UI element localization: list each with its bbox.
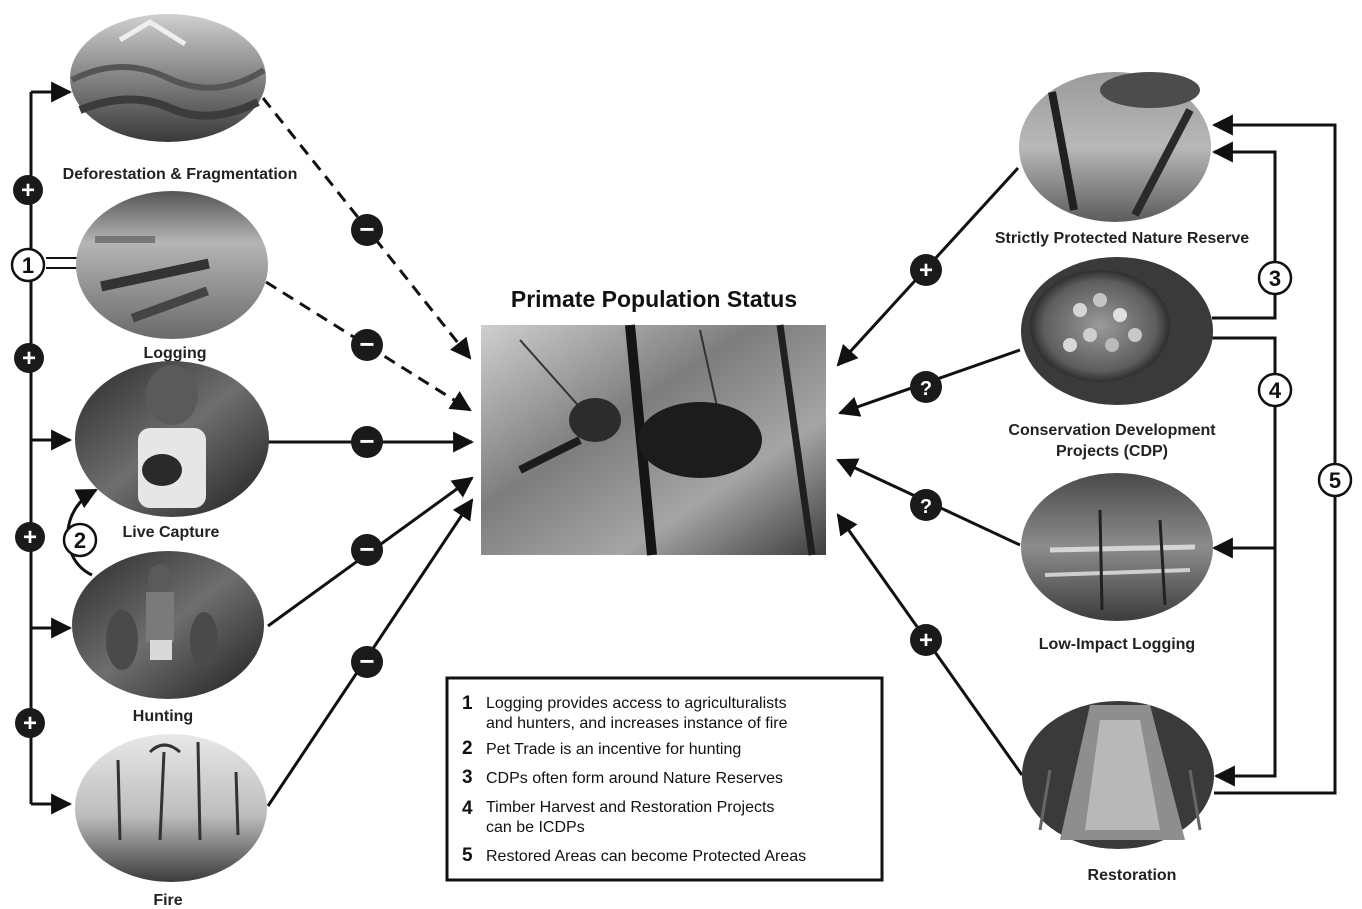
plus-badge-reserve: + — [910, 254, 942, 286]
nature-reserve-photo — [1019, 72, 1211, 222]
svg-text:?: ? — [920, 378, 932, 400]
svg-text:+: + — [23, 710, 37, 737]
live-capture-photo — [75, 361, 269, 517]
svg-text:+: + — [23, 524, 37, 551]
svg-text:3: 3 — [462, 767, 473, 788]
minus-badge-hunting: − — [351, 534, 383, 566]
legend-item-3: 3 CDPs often form around Nature Reserves — [462, 767, 783, 788]
svg-text:+: + — [919, 627, 933, 654]
number-marker-2: 2 — [64, 524, 96, 556]
plus-badge-deforestation: + — [13, 175, 43, 205]
live-capture-label: Live Capture — [123, 524, 220, 541]
svg-text:−: − — [359, 329, 374, 359]
cdp-photo — [1021, 257, 1213, 405]
minus-badge-logging: − — [351, 329, 383, 361]
question-badge-cdp: ? — [910, 371, 942, 403]
minus-badge-live-capture: − — [351, 426, 383, 458]
svg-text:+: + — [919, 257, 933, 284]
svg-text:5: 5 — [1329, 468, 1341, 493]
restoration-label: Restoration — [1088, 867, 1177, 884]
number-marker-4: 4 — [1259, 374, 1291, 406]
svg-text:Pet Trade is an incentive for: Pet Trade is an incentive for hunting — [486, 741, 741, 758]
svg-text:4: 4 — [462, 798, 473, 819]
fire-label: Fire — [153, 892, 182, 909]
center-title: Primate Population Status — [511, 286, 797, 312]
svg-text:and hunters, and increases ins: and hunters, and increases instance of f… — [486, 715, 788, 732]
question-badge-low-impact: ? — [910, 489, 942, 521]
svg-text:−: − — [359, 214, 374, 244]
svg-text:CDPs often form around Nature: CDPs often form around Nature Reserves — [486, 770, 783, 787]
svg-text:−: − — [359, 646, 374, 676]
logging-label: Logging — [143, 345, 206, 362]
legend-box: 1 Logging provides access to agricultura… — [447, 678, 882, 880]
plus-badge-hunting: + — [15, 708, 45, 738]
number-marker-5: 5 — [1319, 464, 1351, 496]
svg-text:4: 4 — [1269, 378, 1282, 403]
hunting-photo — [72, 551, 264, 699]
svg-text:3: 3 — [1269, 266, 1281, 291]
svg-text:Logging provides access to agr: Logging provides access to agriculturali… — [486, 695, 787, 712]
nature-reserve-label: Strictly Protected Nature Reserve — [995, 230, 1249, 247]
svg-text:can be ICDPs: can be ICDPs — [486, 819, 585, 836]
restoration-photo — [1022, 701, 1214, 849]
svg-text:1: 1 — [22, 253, 34, 278]
low-impact-logging-label: Low-Impact Logging — [1039, 636, 1195, 653]
minus-badge-fire: − — [351, 646, 383, 678]
svg-text:?: ? — [920, 496, 932, 518]
cdp-label-line2: Projects (CDP) — [1056, 443, 1168, 460]
svg-text:5: 5 — [462, 845, 473, 866]
svg-text:Restored Areas can become Prot: Restored Areas can become Protected Area… — [486, 848, 806, 865]
svg-text:+: + — [21, 177, 35, 204]
hunting-label: Hunting — [133, 708, 193, 725]
plus-badge-restoration: + — [910, 624, 942, 656]
minus-badge-deforestation: − — [351, 214, 383, 246]
plus-badge-logging: + — [14, 343, 44, 373]
deforestation-photo — [70, 14, 266, 142]
plus-badge-live-capture: + — [15, 522, 45, 552]
deforestation-label: Deforestation & Fragmentation — [63, 166, 298, 183]
svg-text:1: 1 — [462, 693, 473, 714]
right-brackets — [1212, 125, 1335, 793]
svg-text:Timber Harvest and Restoration: Timber Harvest and Restoration Projects — [486, 799, 774, 816]
svg-text:+: + — [22, 345, 36, 372]
svg-text:−: − — [359, 534, 374, 564]
logging-photo — [76, 191, 268, 339]
legend-item-5: 5 Restored Areas can become Protected Ar… — [462, 845, 806, 866]
low-impact-logging-photo — [1021, 473, 1213, 621]
primate-photo — [481, 325, 826, 555]
number-marker-3: 3 — [1259, 262, 1291, 294]
svg-text:2: 2 — [462, 738, 473, 759]
svg-text:−: − — [359, 426, 374, 456]
number-marker-1: 1 — [12, 249, 44, 281]
fire-photo — [75, 734, 267, 882]
svg-text:2: 2 — [74, 528, 86, 553]
cdp-label-line1: Conservation Development — [1008, 422, 1216, 439]
legend-item-2: 2 Pet Trade is an incentive for hunting — [462, 738, 741, 759]
